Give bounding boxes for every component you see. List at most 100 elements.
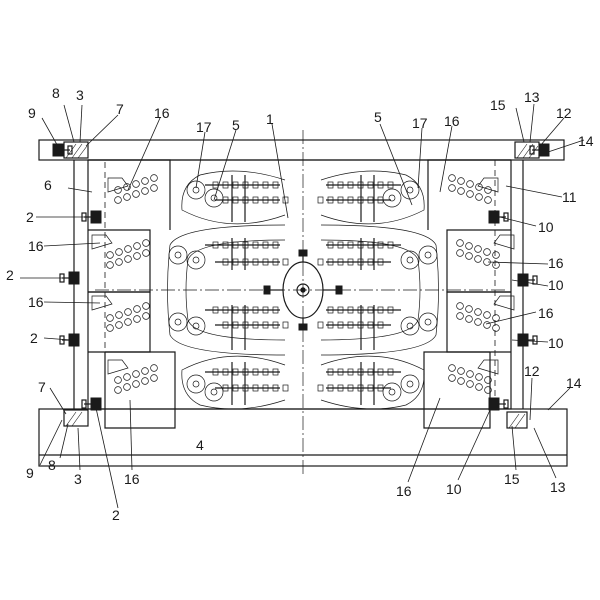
gate — [222, 241, 229, 249]
spring-coil — [483, 321, 491, 329]
slide-wedge — [477, 359, 499, 375]
slide-wedge — [107, 177, 129, 193]
label-2: 2 — [30, 330, 38, 346]
gate — [327, 181, 334, 189]
label-16: 16 — [444, 113, 460, 129]
runner-loop — [320, 355, 425, 410]
cavity-ring — [186, 316, 206, 336]
spring-coil — [141, 177, 149, 185]
gate — [272, 181, 279, 189]
label-10: 10 — [548, 277, 564, 293]
spring-coil — [106, 261, 114, 269]
cavity-ring — [418, 312, 438, 332]
gate — [327, 306, 334, 314]
gate — [367, 241, 374, 249]
label-3: 3 — [74, 471, 82, 487]
runner-loop — [167, 224, 286, 356]
spring-coil — [141, 187, 149, 195]
bolt-head — [517, 333, 529, 347]
gate — [222, 321, 229, 329]
spring-coil — [133, 315, 141, 323]
cavity-ring — [400, 316, 420, 336]
gate — [222, 306, 229, 314]
gate — [317, 196, 324, 204]
cavity-core — [192, 322, 200, 330]
side-bolt — [529, 143, 550, 157]
spring-coil — [484, 376, 492, 384]
gate — [377, 368, 384, 376]
cavity-core — [424, 318, 432, 326]
label-12: 12 — [556, 105, 572, 121]
cavity-ring — [186, 250, 206, 270]
gate — [337, 181, 344, 189]
bolt-nut — [81, 399, 87, 409]
gate — [222, 368, 229, 376]
label-3: 3 — [76, 87, 84, 103]
spring-coil — [457, 187, 465, 195]
spring-coil — [484, 196, 492, 204]
cavity-core — [406, 380, 414, 388]
gate — [252, 306, 259, 314]
frame — [38, 130, 568, 475]
gate — [212, 368, 219, 376]
label-16: 16 — [396, 483, 412, 499]
cavity-ring — [186, 180, 206, 200]
spring-coil — [475, 193, 483, 201]
spring-coil — [106, 324, 114, 332]
runner-loop — [181, 170, 286, 225]
label-5: 5 — [374, 109, 382, 125]
spring-coil — [492, 324, 500, 332]
bolt-nut — [59, 335, 65, 345]
label-10: 10 — [446, 481, 462, 497]
label-16: 16 — [124, 471, 140, 487]
cavity-core — [406, 186, 414, 194]
cavity-core — [192, 256, 200, 264]
spring-coil — [114, 386, 122, 394]
spring-coil — [106, 251, 114, 259]
gate — [252, 321, 259, 329]
bolt-nut — [503, 399, 509, 409]
cavity-core — [210, 388, 218, 396]
side-bolt — [488, 210, 509, 224]
spring-coil — [474, 245, 482, 253]
gate — [377, 384, 384, 392]
gate — [387, 241, 394, 249]
gate — [282, 384, 289, 392]
spring-coil — [132, 380, 140, 388]
bolt-nut — [529, 145, 535, 155]
spring-coil — [114, 196, 122, 204]
spring-coil — [492, 261, 500, 269]
gate — [367, 321, 374, 329]
spring-coil — [150, 184, 158, 192]
spring-coil — [150, 174, 158, 182]
spring-coil — [133, 242, 141, 250]
cavity-core — [210, 194, 218, 202]
gate — [212, 181, 219, 189]
spring-coil — [115, 258, 123, 266]
gate — [232, 368, 239, 376]
gate — [337, 321, 344, 329]
cavity-core — [174, 251, 182, 259]
spring-coil — [456, 239, 464, 247]
gate — [377, 306, 384, 314]
label-14: 14 — [566, 375, 582, 391]
corner-blocks — [63, 141, 540, 429]
spring-coil — [124, 318, 132, 326]
bolt-head — [68, 271, 80, 285]
label-10: 10 — [538, 219, 554, 235]
spring-coil — [475, 373, 483, 381]
spring-coil — [141, 367, 149, 375]
side-bolt — [81, 397, 102, 411]
cavity-ring — [186, 374, 206, 394]
label-11: 11 — [562, 189, 577, 205]
gate — [347, 181, 354, 189]
spring-coil — [466, 380, 474, 388]
spring-coil — [106, 314, 114, 322]
slide-wedge — [91, 234, 113, 250]
gate — [262, 368, 269, 376]
side-bolt — [488, 397, 509, 411]
slide-wedge — [107, 359, 129, 375]
cavity-core — [424, 251, 432, 259]
gate — [367, 384, 374, 392]
gate — [232, 384, 239, 392]
